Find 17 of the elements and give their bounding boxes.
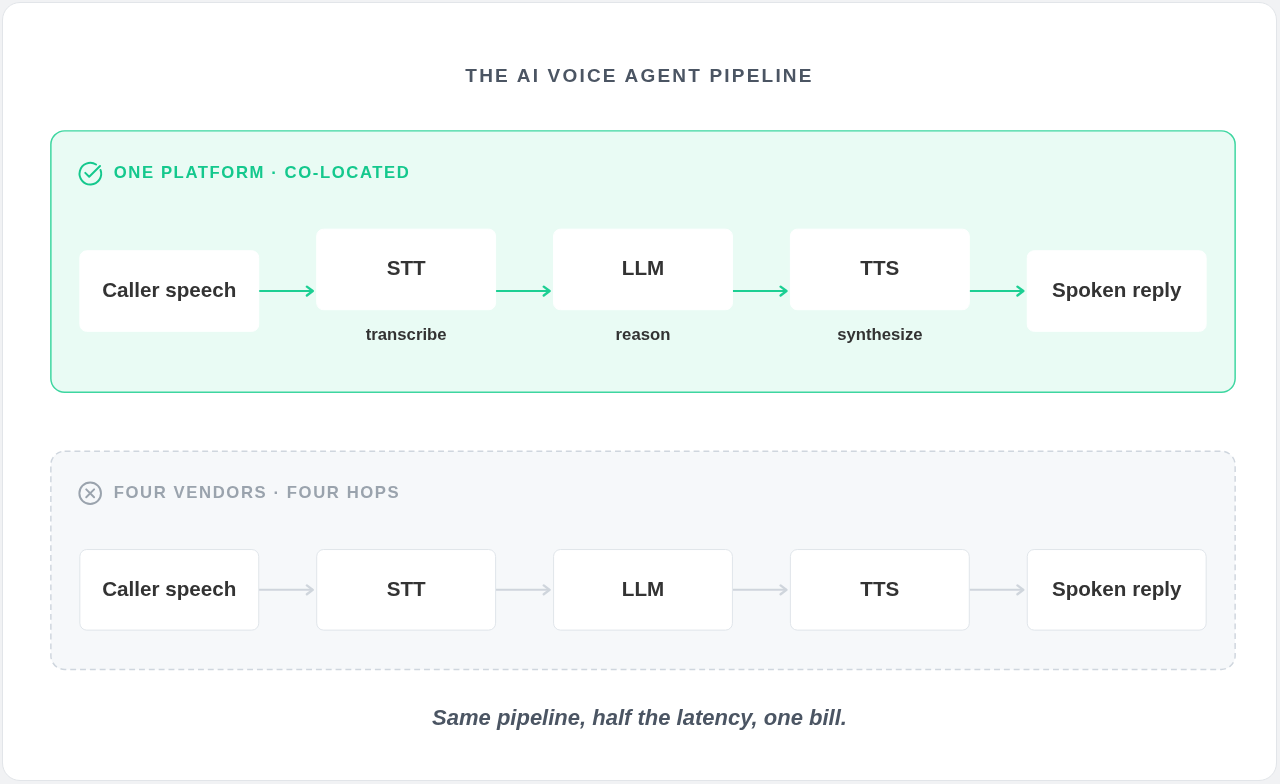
node-label: TTS: [860, 576, 900, 600]
node-label: LLM: [621, 576, 665, 600]
diagram-title: THE AI VOICE AGENT PIPELINE: [464, 65, 815, 87]
step-caption: reason: [614, 325, 672, 345]
step-caption: transcribe: [364, 325, 448, 345]
node-label: LLM: [621, 256, 665, 280]
node-label: TTS: [860, 256, 900, 280]
step-caption: synthesize: [836, 325, 924, 345]
node-label: Caller speech: [102, 278, 237, 301]
node-label: Caller speech: [102, 576, 237, 600]
group-title: FOUR VENDORS · FOUR HOPS: [113, 482, 401, 505]
node-label: Spoken reply: [1051, 278, 1182, 301]
caption: Same pipeline, half the latency, one bill.: [431, 705, 848, 731]
node-label: Spoken reply: [1051, 576, 1182, 600]
node-label: STT: [386, 256, 426, 280]
group-title: ONE PLATFORM · CO-LOCATED: [113, 162, 411, 184]
node-label: STT: [386, 576, 426, 600]
